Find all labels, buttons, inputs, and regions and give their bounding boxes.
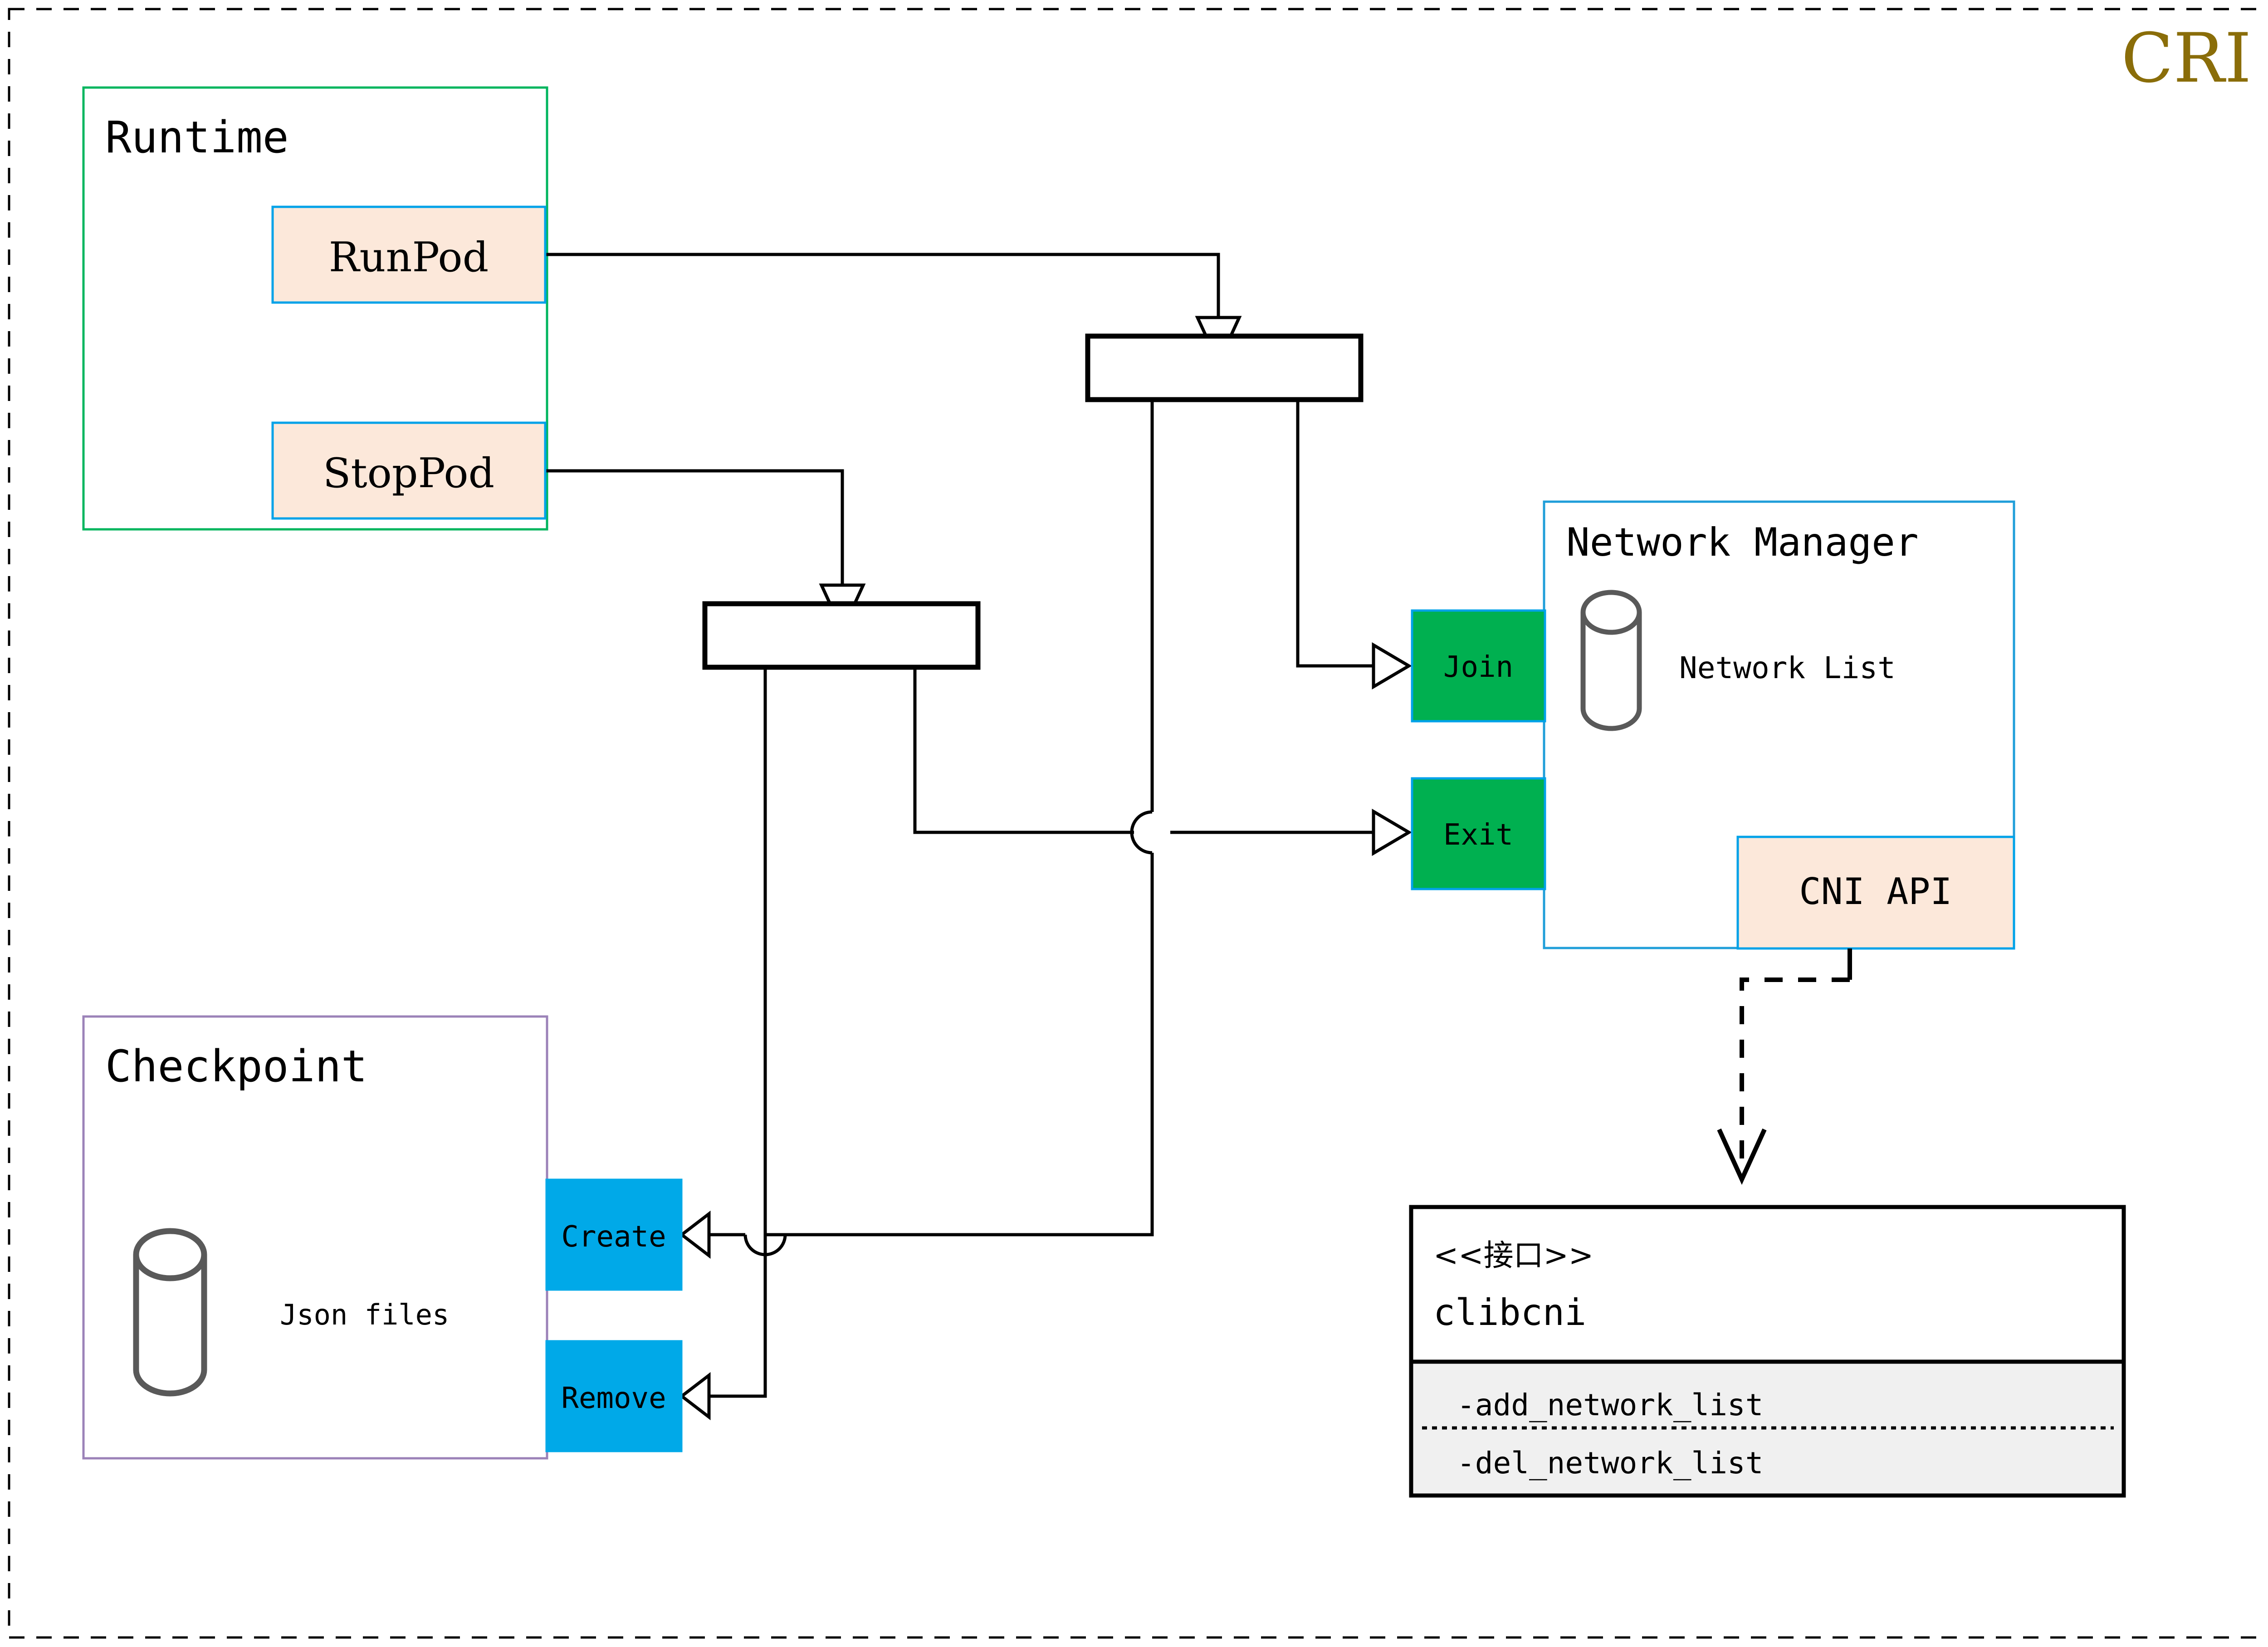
network-list-cylinder-icon <box>1580 590 1642 731</box>
clibcni-method-add: -add_network_list <box>1457 1388 1764 1422</box>
arrowhead-clibcni-dependency <box>1717 1128 1767 1185</box>
stoppod-fork-bar <box>702 601 981 670</box>
edge-fork-to-exit <box>913 667 1134 834</box>
runpod-box[interactable] <box>271 205 547 304</box>
remove-label: Remove <box>561 1382 666 1415</box>
cni-api-label: CNI API <box>1799 870 1952 913</box>
clibcni-name-label: clibcni <box>1433 1291 1586 1334</box>
arrowhead-join <box>1372 642 1412 690</box>
create-label: Create <box>561 1220 666 1254</box>
arrowhead-remove <box>679 1372 711 1421</box>
network-list-label: Network List <box>1679 650 1896 685</box>
join-label: Join <box>1443 650 1513 684</box>
runtime-label: Runtime <box>105 112 289 163</box>
stoppod-box[interactable] <box>271 421 547 520</box>
json-files-cylinder-icon <box>133 1228 207 1397</box>
arrowhead-exit <box>1372 808 1412 856</box>
stoppod-label: StopPod <box>323 450 494 497</box>
edge-cniapi-to-clibcni-dashed <box>1740 977 1850 1179</box>
join-port-box[interactable] <box>1411 609 1546 723</box>
checkpoint-label: Checkpoint <box>105 1041 367 1092</box>
line-hop-exit <box>1130 810 1153 855</box>
json-files-label: Json files <box>280 1298 449 1331</box>
clibcni-interface-outline <box>1409 1205 2126 1498</box>
edge-fork-trunk-to-create <box>765 853 1154 1236</box>
network-manager-label: Network Manager <box>1566 520 1919 565</box>
clibcni-stereotype-label: <<接口>> <box>1433 1238 1593 1273</box>
arrowhead-create <box>679 1210 711 1259</box>
create-port-box[interactable] <box>545 1178 683 1291</box>
remove-port-box[interactable] <box>545 1340 683 1452</box>
edge-fork-to-join <box>1296 400 1397 668</box>
edge-runpod-to-fork <box>546 253 1220 318</box>
runpod-fork-bar <box>1085 333 1364 402</box>
cni-api-box[interactable] <box>1736 836 2015 950</box>
page-title: CRI <box>2121 19 2252 98</box>
clibcni-method-del: -del_network_list <box>1457 1446 1764 1481</box>
exit-label: Exit <box>1443 818 1513 852</box>
exit-port-box[interactable] <box>1411 777 1546 890</box>
edge-stoppod-to-fork <box>546 469 844 585</box>
runpod-label: RunPod <box>329 234 489 281</box>
line-hop-create <box>743 1234 787 1256</box>
edge-fork-to-remove <box>709 667 767 1398</box>
outer-frame <box>8 8 2268 1639</box>
